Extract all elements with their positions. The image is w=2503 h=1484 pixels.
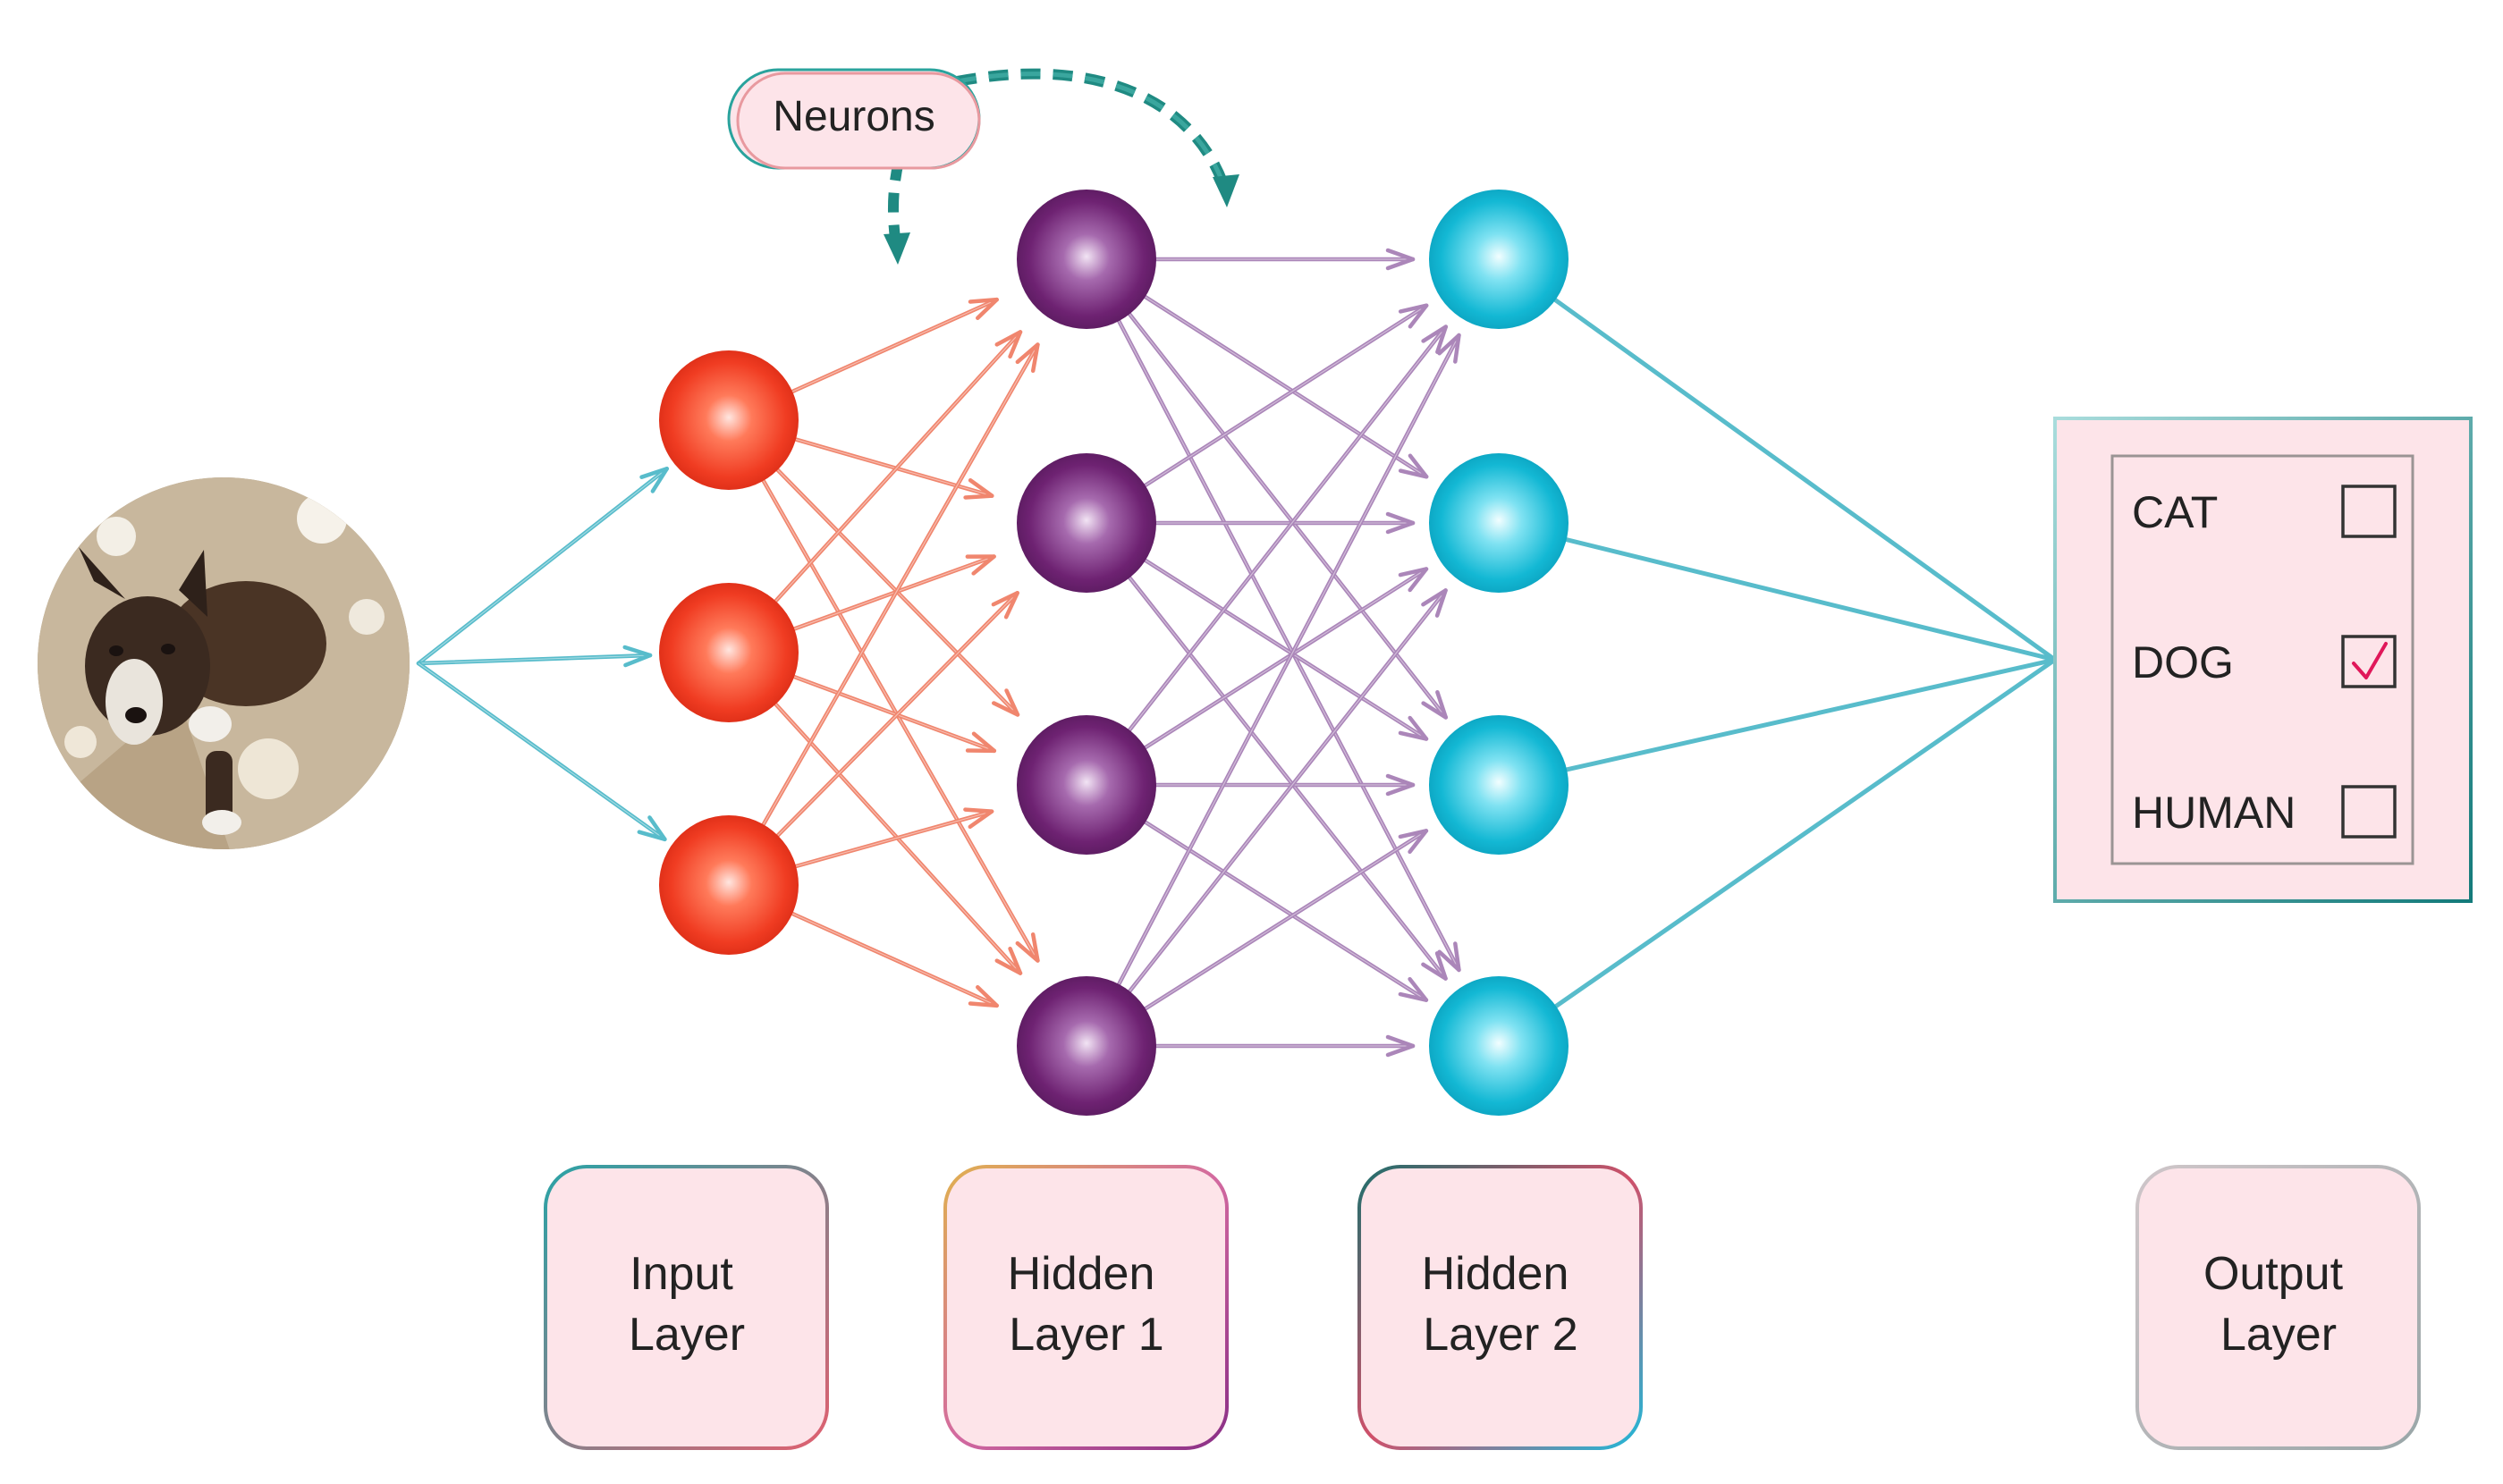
- layer-label-line: Layer 1: [1009, 1309, 1163, 1361]
- input-neuron: [659, 583, 799, 722]
- arrowhead-icon: [1437, 941, 1461, 973]
- layer-label-line: Layer: [629, 1309, 745, 1361]
- edge-image-to-input: [416, 467, 669, 666]
- edge-hidden2-to-output: [1496, 520, 2058, 662]
- edge-image-to-input: [416, 661, 667, 842]
- arrowhead-icon: [1385, 511, 1416, 535]
- edge-hidden1-to-hidden2: [1084, 588, 1448, 1049]
- input-neuron: [659, 350, 799, 490]
- hidden1-neuron: [1017, 190, 1156, 329]
- arrowhead-icon: [622, 645, 653, 668]
- hidden1-neuron: [1017, 715, 1156, 855]
- edge-hidden1-to-hidden2: [1084, 333, 1461, 1049]
- label-hidden-layer-1: Hidden Layer 1: [943, 1165, 1229, 1450]
- arrowhead-icon: [965, 554, 996, 576]
- edge-hidden1-to-hidden2: [1084, 325, 1449, 788]
- class-checkbox[interactable]: [2341, 785, 2397, 839]
- layer-label-line: Hidden: [1008, 1248, 1155, 1300]
- arrowhead-icon: [963, 478, 994, 500]
- edge-input-to-hidden1: [726, 650, 1023, 975]
- arrowhead-icon: [994, 946, 1023, 975]
- edge-hidden2-to-output: [1496, 657, 2058, 1049]
- arrowhead-icon: [1437, 333, 1461, 364]
- neurons-callout: Neurons: [727, 68, 1239, 265]
- edge-hidden1-to-hidden2: [1084, 520, 1448, 981]
- edge-hidden2-to-output: [1496, 257, 2058, 662]
- arrowhead-icon: [1398, 453, 1429, 479]
- output-class-row: HUMAN: [2132, 785, 2397, 839]
- arrowhead-icon: [1398, 715, 1429, 741]
- hidden2-neuron: [1429, 976, 1569, 1116]
- output-class-row: CAT: [2132, 485, 2397, 538]
- output-panel-frame: [2053, 417, 2473, 903]
- callout-arrowhead-icon: [884, 232, 910, 265]
- label-hidden-layer-2: Hidden Layer 2: [1357, 1165, 1643, 1450]
- class-checkbox[interactable]: [2341, 485, 2397, 538]
- arrowhead-icon: [1398, 567, 1429, 593]
- layer-label-line: Hidden: [1422, 1248, 1569, 1300]
- arrowhead-icon: [1398, 303, 1429, 329]
- callout-arrowhead-icon: [1213, 174, 1239, 207]
- hidden2-neuron: [1429, 190, 1569, 329]
- neurons: [659, 190, 1569, 1116]
- layer-labels: Input Layer Hidden Layer 1 Hidden Layer …: [544, 1165, 2421, 1450]
- output-class-row: DOG: [2132, 635, 2397, 688]
- arrowhead-icon: [968, 985, 999, 1008]
- arrowhead-icon: [991, 591, 1019, 620]
- layer-label-line: Layer 2: [1423, 1309, 1577, 1361]
- arrowhead-icon: [1385, 1034, 1416, 1058]
- layer-label-line: Output: [2203, 1248, 2344, 1300]
- hidden2-neuron: [1429, 453, 1569, 593]
- input-neuron: [659, 815, 799, 955]
- arrowhead-icon: [1385, 248, 1416, 271]
- layer-label-line: Layer: [2220, 1309, 2337, 1361]
- arrowhead-icon: [639, 467, 669, 493]
- output-class-label: DOG: [2132, 637, 2234, 687]
- edge-hidden1-to-hidden2: [1084, 257, 1449, 720]
- arrowhead-icon: [1385, 773, 1416, 797]
- hidden1-neuron: [1017, 453, 1156, 593]
- arrowhead-icon: [1398, 829, 1429, 855]
- arrowhead-icon: [1421, 588, 1448, 618]
- neurons-callout-text: Neurons: [773, 93, 934, 140]
- edge-image-to-input: [416, 645, 653, 668]
- check-mark-icon: [2352, 642, 2388, 679]
- edge-hidden2-to-output: [1496, 657, 2058, 788]
- layer-label-line: Input: [630, 1248, 733, 1300]
- output-class-label: HUMAN: [2132, 788, 2296, 838]
- edge-input-to-hidden1: [726, 342, 1040, 888]
- arrowhead-icon: [963, 807, 994, 830]
- edge-hidden1-to-hidden2: [1084, 257, 1461, 973]
- arrowhead-icon: [965, 731, 997, 754]
- arrowhead-icon: [1398, 976, 1429, 1002]
- label-output-layer: Output Layer: [2135, 1165, 2421, 1450]
- arrowhead-icon: [1015, 932, 1040, 963]
- edge-input-to-hidden1: [726, 417, 1040, 963]
- output-panel-inner: [2110, 454, 2414, 865]
- arrowhead-icon: [991, 688, 1020, 717]
- arrowhead-icon: [1421, 951, 1448, 981]
- hidden1-neuron: [1017, 976, 1156, 1116]
- output-panel: CAT DOG HUMAN: [2053, 417, 2473, 903]
- arrowhead-icon: [1421, 325, 1449, 355]
- hidden2-neuron: [1429, 715, 1569, 855]
- arrowhead-icon: [968, 297, 999, 320]
- output-class-label: CAT: [2132, 487, 2218, 537]
- input-image: [38, 477, 410, 849]
- arrowhead-icon: [1015, 342, 1040, 374]
- arrowhead-icon: [637, 815, 667, 842]
- arrowhead-icon: [994, 330, 1023, 359]
- label-input-layer: Input Layer: [544, 1165, 829, 1450]
- arrowhead-icon: [1421, 689, 1449, 720]
- dog-photo-icon: [38, 477, 410, 849]
- edge-input-to-hidden1: [726, 330, 1023, 655]
